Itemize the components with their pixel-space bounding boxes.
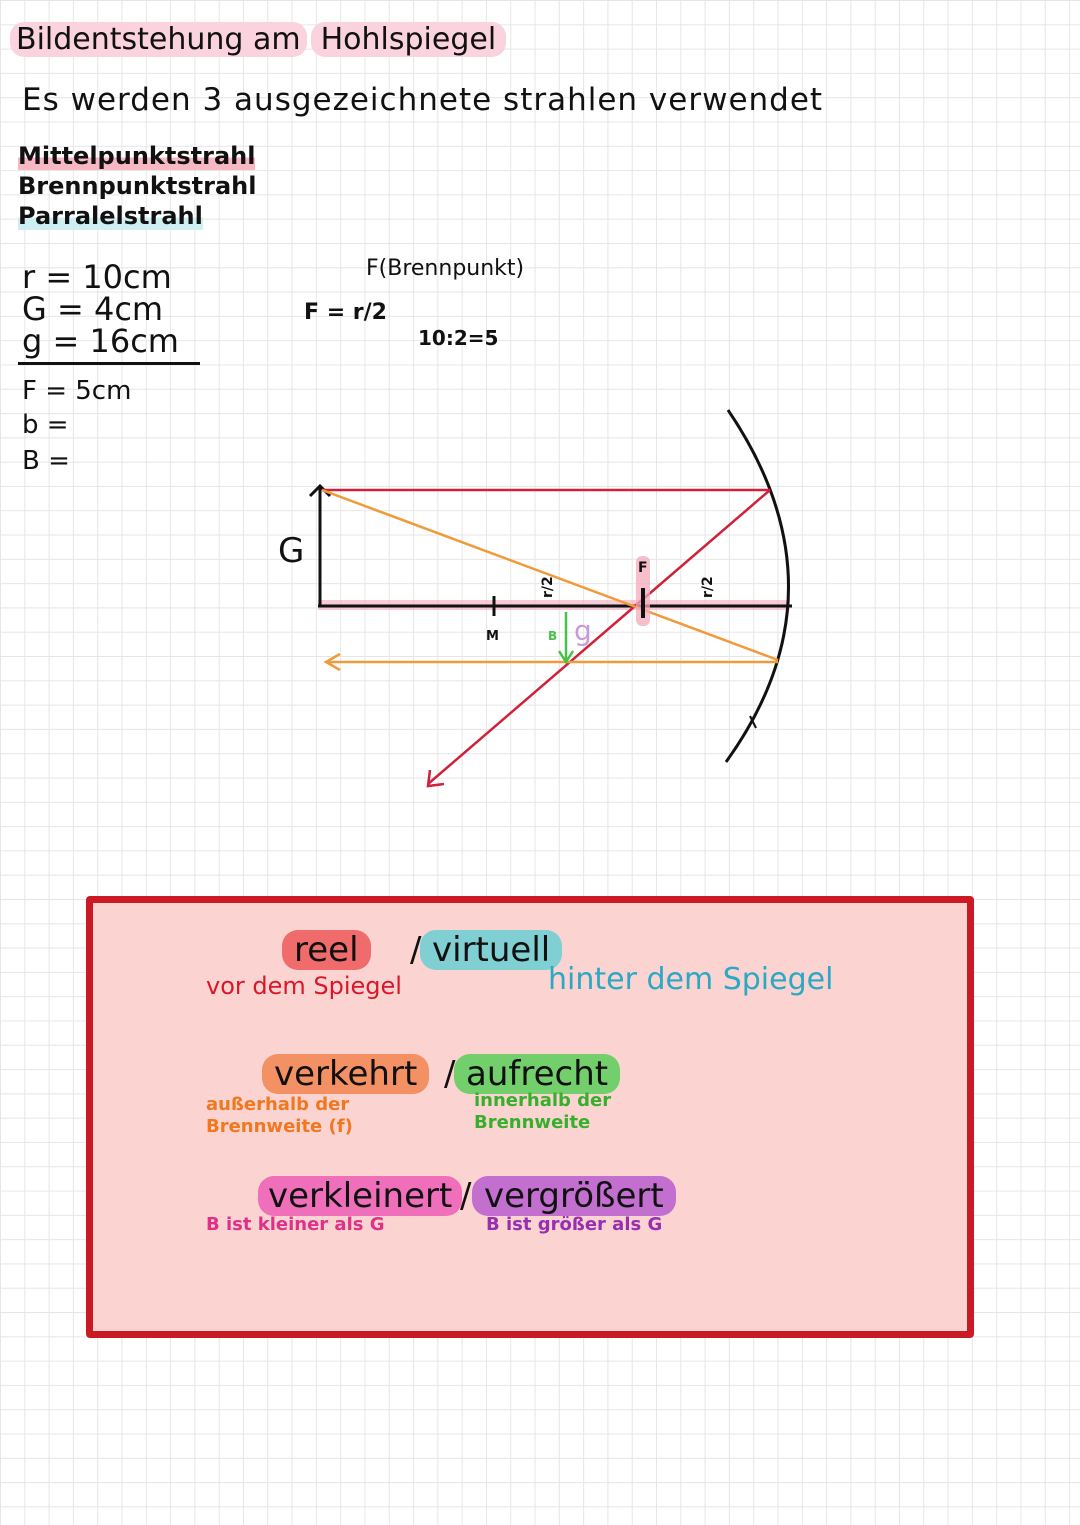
image-arrow-head (557, 650, 575, 665)
given-divider (18, 362, 200, 365)
focal-ray (321, 488, 779, 662)
ray-brennpunktstrahl: Brennpunktstrahl (18, 172, 257, 200)
note-ausserhalb-line1: außerhalb der (206, 1094, 350, 1115)
title-part-1: Bildentstehung am (10, 22, 307, 57)
note-innerhalb: innerhalb der Brennweite (474, 1090, 611, 1134)
reflected-ray (427, 489, 771, 785)
label-r2-right: r/2 (700, 576, 716, 598)
separator-slash: / (460, 1176, 472, 1216)
result-image-distance: b = (22, 410, 69, 440)
badge-virtuell: virtuell (420, 930, 563, 970)
label-B: B (548, 629, 557, 643)
note-hinter-dem-spiegel: hinter dem Spiegel (548, 962, 834, 997)
label-M: M (486, 629, 499, 644)
note-b-groesser: B ist größer als G (486, 1214, 663, 1235)
brennpunkt-label: F(Brennpunkt) (366, 256, 525, 281)
badge-verkehrt: verkehrt (262, 1054, 430, 1094)
separator-slash: / (410, 930, 422, 970)
mirror-tick (749, 715, 757, 729)
given-object-size: G = 4cm (22, 290, 164, 328)
note-b-kleiner: B ist kleiner als G (206, 1214, 385, 1235)
separator-slash: / (444, 1054, 456, 1094)
label-F: F (638, 560, 648, 576)
badge-aufrecht: aufrecht (454, 1054, 621, 1094)
label-g: g (574, 614, 592, 647)
concave-mirror (724, 409, 790, 763)
given-radius: r = 10cm (22, 258, 172, 296)
focal-formula: F = r/2 (304, 300, 387, 325)
return-ray-head (323, 652, 341, 672)
title-part-2: Hohlspiegel (310, 22, 507, 57)
result-image-size: B = (22, 446, 70, 476)
result-focal-length: F = 5cm (22, 376, 132, 406)
label-G: G (278, 531, 304, 571)
badge-vergroessert: vergrößert (472, 1176, 676, 1216)
label-r2-left: r/2 (540, 576, 556, 598)
intro-text: Es werden 3 ausgezeichnete strahlen verw… (22, 82, 824, 118)
focal-calculation: 10:2=5 (418, 326, 499, 350)
given-object-distance: g = 16cm (22, 322, 179, 360)
badge-reel: reel (282, 930, 371, 970)
ray-parallelstrahl: Parralelstrahl (18, 202, 203, 230)
reflected-ray-head (426, 769, 445, 788)
ray-mittelpunktstrahl: Mittelpunktstrahl (18, 142, 256, 170)
mirror-ray-diagram: G M r/2 F r/2 B g (278, 409, 792, 788)
badge-verkleinert: verkleinert (258, 1176, 463, 1216)
note-ausserhalb-line2: Brennweite (f) (206, 1116, 353, 1137)
note-ausserhalb: außerhalb der Brennweite (f) (206, 1094, 353, 1138)
note-vor-dem-spiegel: vor dem Spiegel (206, 972, 402, 1000)
note-innerhalb-line1: innerhalb der (474, 1090, 612, 1111)
note-innerhalb-line2: Brennweite (474, 1112, 591, 1133)
